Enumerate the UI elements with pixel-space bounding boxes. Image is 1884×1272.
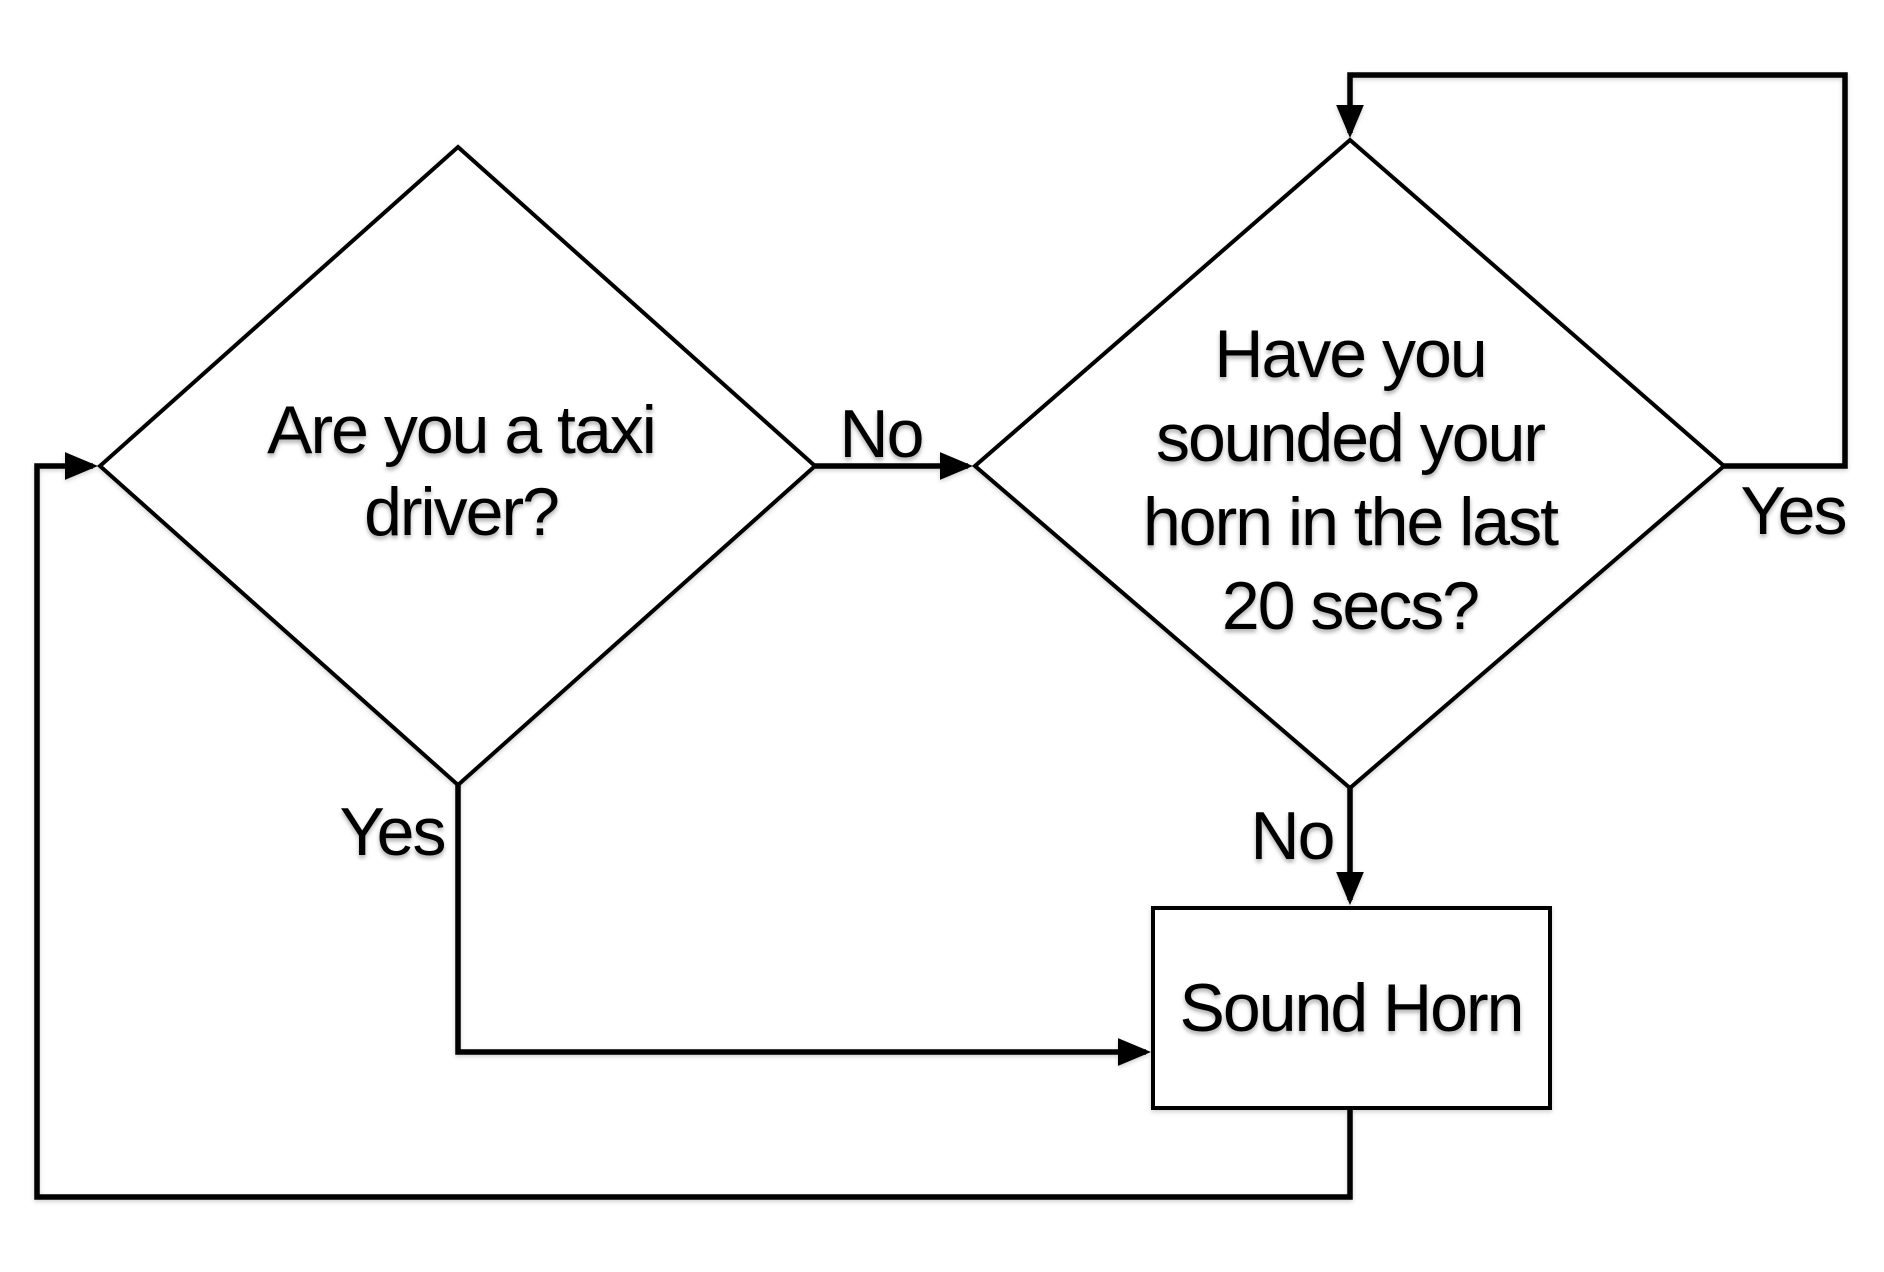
sound-horn-label: Sound Horn bbox=[1179, 970, 1525, 1046]
edge-horn-yes-loop-arrow bbox=[1336, 72, 1848, 469]
edge-label-taxi-no: No bbox=[839, 396, 925, 472]
edge-label-horn-yes: Yes bbox=[1740, 473, 1848, 549]
edge-label-horn-no: No bbox=[1250, 798, 1336, 874]
taxi-decision-label: Are you a taxi driver? bbox=[267, 392, 657, 550]
sound-horn-box bbox=[1151, 906, 1552, 1110]
horn-decision-label: Have you sounded your horn in the last 2… bbox=[1142, 316, 1559, 644]
edge-repeat-loop-arrow bbox=[34, 452, 1353, 1200]
edge-label-taxi-yes: Yes bbox=[339, 794, 447, 870]
edge-taxi-yes-arrow bbox=[455, 785, 1151, 1066]
